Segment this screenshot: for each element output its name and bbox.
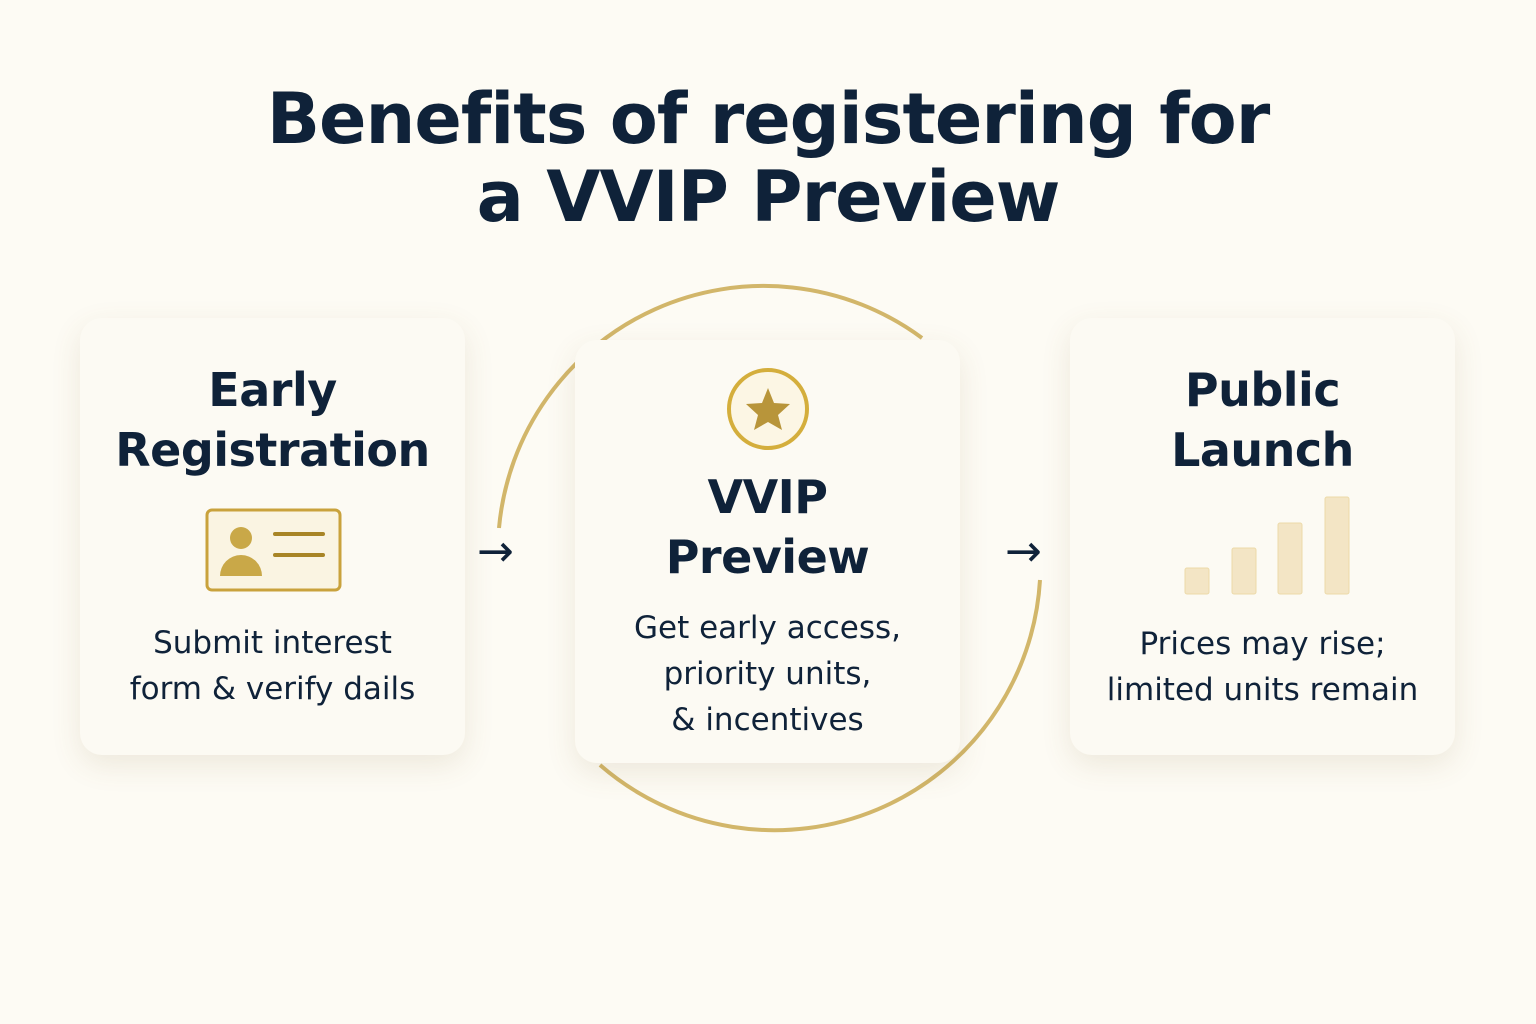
title-line-2: a VVIP Preview (476, 156, 1061, 238)
id-card-icon (205, 508, 342, 592)
arrow-right-icon: → (477, 526, 514, 577)
title-line-1: Benefits of registering for (266, 78, 1271, 160)
rising-bars-icon (1184, 496, 1350, 595)
arrow-right-icon: → (1005, 526, 1042, 577)
page-title: Benefits of registering for a VVIP Previ… (0, 80, 1536, 236)
star-icon (727, 368, 809, 450)
step-description: Prices may rise;limited units remain (1106, 626, 1419, 708)
step-description: Get early access,priority units,& incent… (633, 610, 902, 738)
